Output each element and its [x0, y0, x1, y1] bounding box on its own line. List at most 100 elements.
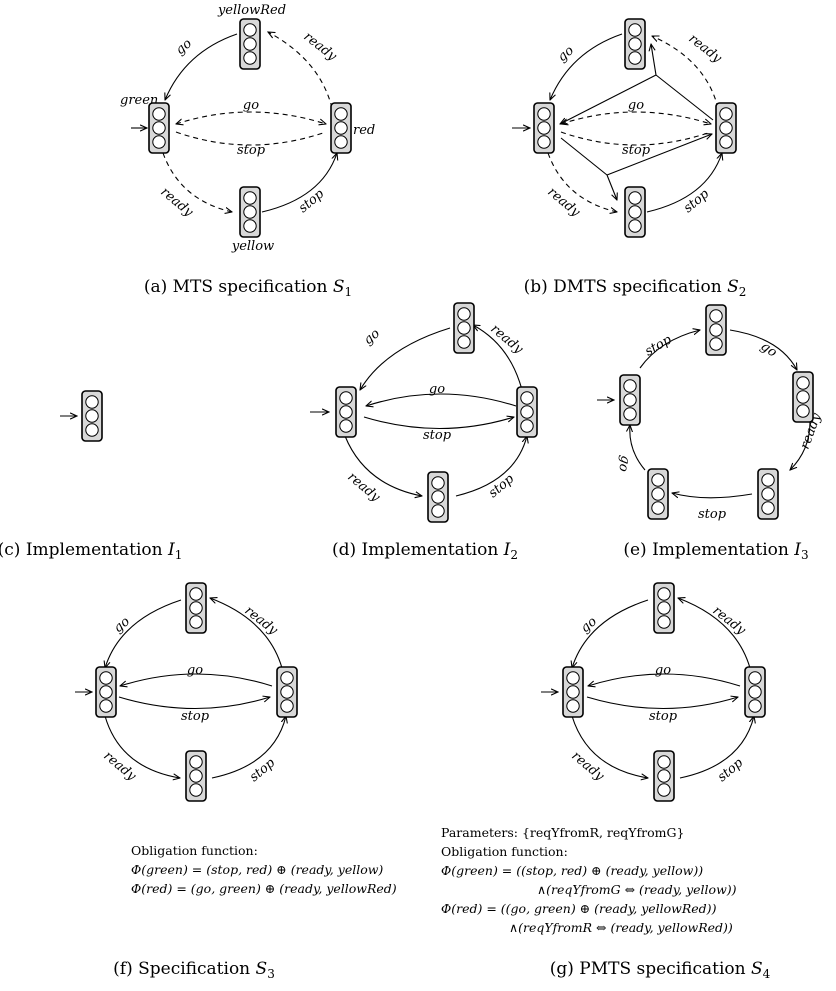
lamp-off — [99, 685, 113, 699]
edge-b-go-green-red — [561, 111, 711, 124]
edge-e-stop-yellow-red — [672, 493, 753, 499]
edge-label-ready: ready — [544, 185, 583, 221]
edge-g-ready-green-yellow — [571, 715, 648, 778]
lamp-green — [99, 699, 113, 713]
lamp-off — [152, 107, 166, 121]
lamp-off — [243, 219, 257, 233]
lamp-off — [280, 699, 294, 713]
lamp-off — [99, 671, 113, 685]
edge-label-stop: stop — [622, 143, 651, 158]
edge-label-stop: stop — [486, 471, 518, 501]
edge-e-stop-green-red — [639, 330, 700, 369]
lamp-yellow — [189, 769, 203, 783]
lamp-red — [243, 23, 257, 37]
obligation-g-green-cont: ∧(reqYfromG ⇔ (ready, yellow)) — [537, 882, 737, 897]
lamp-red — [657, 587, 671, 601]
lamp-yellow — [657, 601, 671, 615]
obligation-f-green: Φ(green) = (stop, red) ⊕ (ready, yellow) — [131, 862, 383, 877]
traffic-light-f-yellow — [185, 750, 207, 802]
lamp-red — [719, 107, 733, 121]
edge-label-go: go — [243, 98, 259, 113]
traffic-light-b-yellowred — [624, 18, 646, 70]
lamp-off — [628, 51, 642, 65]
edge-label-ready: ready — [710, 603, 749, 638]
lamp-off — [457, 335, 471, 349]
edge-d-stop-yellow-red — [455, 436, 527, 497]
traffic-light-e-red2 — [647, 468, 669, 520]
lamp-off — [623, 393, 637, 407]
lamp-off — [334, 121, 348, 135]
edge-label-stop: stop — [181, 709, 210, 724]
lamp-red — [280, 671, 294, 685]
edge-b-branch-red — [655, 74, 714, 121]
lamp-off — [657, 783, 671, 797]
lamp-red — [628, 23, 642, 37]
edge-f-ready-red-yellowred — [210, 598, 283, 669]
traffic-light-f-yellowred — [185, 582, 207, 634]
traffic-light-g-green — [562, 666, 584, 718]
traffic-light-d-yellowred — [453, 302, 475, 354]
lamp-off — [657, 755, 671, 769]
traffic-light-d-red — [516, 386, 538, 438]
lamp-yellow — [243, 205, 257, 219]
obligation-f-red: Φ(red) = (go, green) ⊕ (ready, yellowRed… — [131, 881, 397, 896]
lamp-off — [651, 501, 665, 515]
edge-label-stop: stop — [681, 186, 713, 216]
lamp-off — [280, 685, 294, 699]
lamp-yellow — [628, 205, 642, 219]
lamp-off — [623, 379, 637, 393]
lamp-off — [566, 671, 580, 685]
lamp-off — [85, 395, 99, 409]
traffic-light-a-green — [148, 102, 170, 154]
lamp-red — [748, 671, 762, 685]
edge-label-go: go — [173, 36, 195, 58]
edge-b-stop-green-red — [560, 131, 712, 146]
edge-a-stop-yellow-red — [261, 153, 337, 213]
caption-d: (d) Implementation I2 — [332, 540, 518, 562]
traffic-light-e-green — [619, 374, 641, 426]
edge-d-stop-green-red — [363, 417, 514, 429]
lamp-red — [457, 307, 471, 321]
traffic-light-g-red — [744, 666, 766, 718]
traffic-light-e-yellow — [757, 468, 779, 520]
panel-e: stop go ready stop go (e) Implementation… — [597, 330, 825, 562]
obligation-g-green: Φ(green) = ((stop, red) ⊕ (ready, yellow… — [441, 863, 703, 878]
lamp-green — [566, 699, 580, 713]
traffic-light-b-green — [533, 102, 555, 154]
traffic-light-f-green — [95, 666, 117, 718]
lamp-yellow — [761, 487, 775, 501]
traffic-light-e-yellowgreen — [792, 371, 814, 423]
caption-c: (c) Implementation I1 — [0, 540, 182, 562]
lamp-off — [657, 615, 671, 629]
state-label-yellowred: yellowRed — [217, 3, 286, 18]
traffic-light-g-yellow — [653, 750, 675, 802]
lamp-green — [537, 135, 551, 149]
lamp-off — [243, 191, 257, 205]
edge-label-stop: stop — [715, 755, 747, 785]
lamp-green — [339, 419, 353, 433]
lamp-red — [520, 391, 534, 405]
edge-label-go: go — [187, 663, 203, 678]
lamp-red — [189, 587, 203, 601]
lamp-off — [537, 107, 551, 121]
obligation-g-heading: Obligation function: — [441, 844, 568, 859]
edge-label-go: go — [555, 43, 577, 65]
edge-b-branch-red-to-green — [560, 74, 657, 124]
edge-g-go-red-green — [588, 673, 741, 686]
edge-label-go: go — [655, 663, 671, 678]
caption-f: (f) Specification S3 — [113, 959, 275, 981]
edge-f-go-yellowred-green — [105, 599, 182, 668]
lamp-off — [709, 323, 723, 337]
lamp-yellow — [189, 601, 203, 615]
state-label-yellow: yellow — [231, 239, 274, 254]
lamp-green — [152, 135, 166, 149]
lamp-green — [796, 404, 810, 418]
edge-f-go-red-green — [120, 673, 273, 686]
edge-label-stop: stop — [237, 143, 266, 158]
edge-label-go: go — [578, 614, 600, 636]
edge-d-go-yellowred-green — [360, 327, 451, 390]
edge-label-go: go — [615, 454, 633, 473]
state-label-green: green — [120, 93, 158, 108]
traffic-light-c-green — [81, 390, 103, 442]
